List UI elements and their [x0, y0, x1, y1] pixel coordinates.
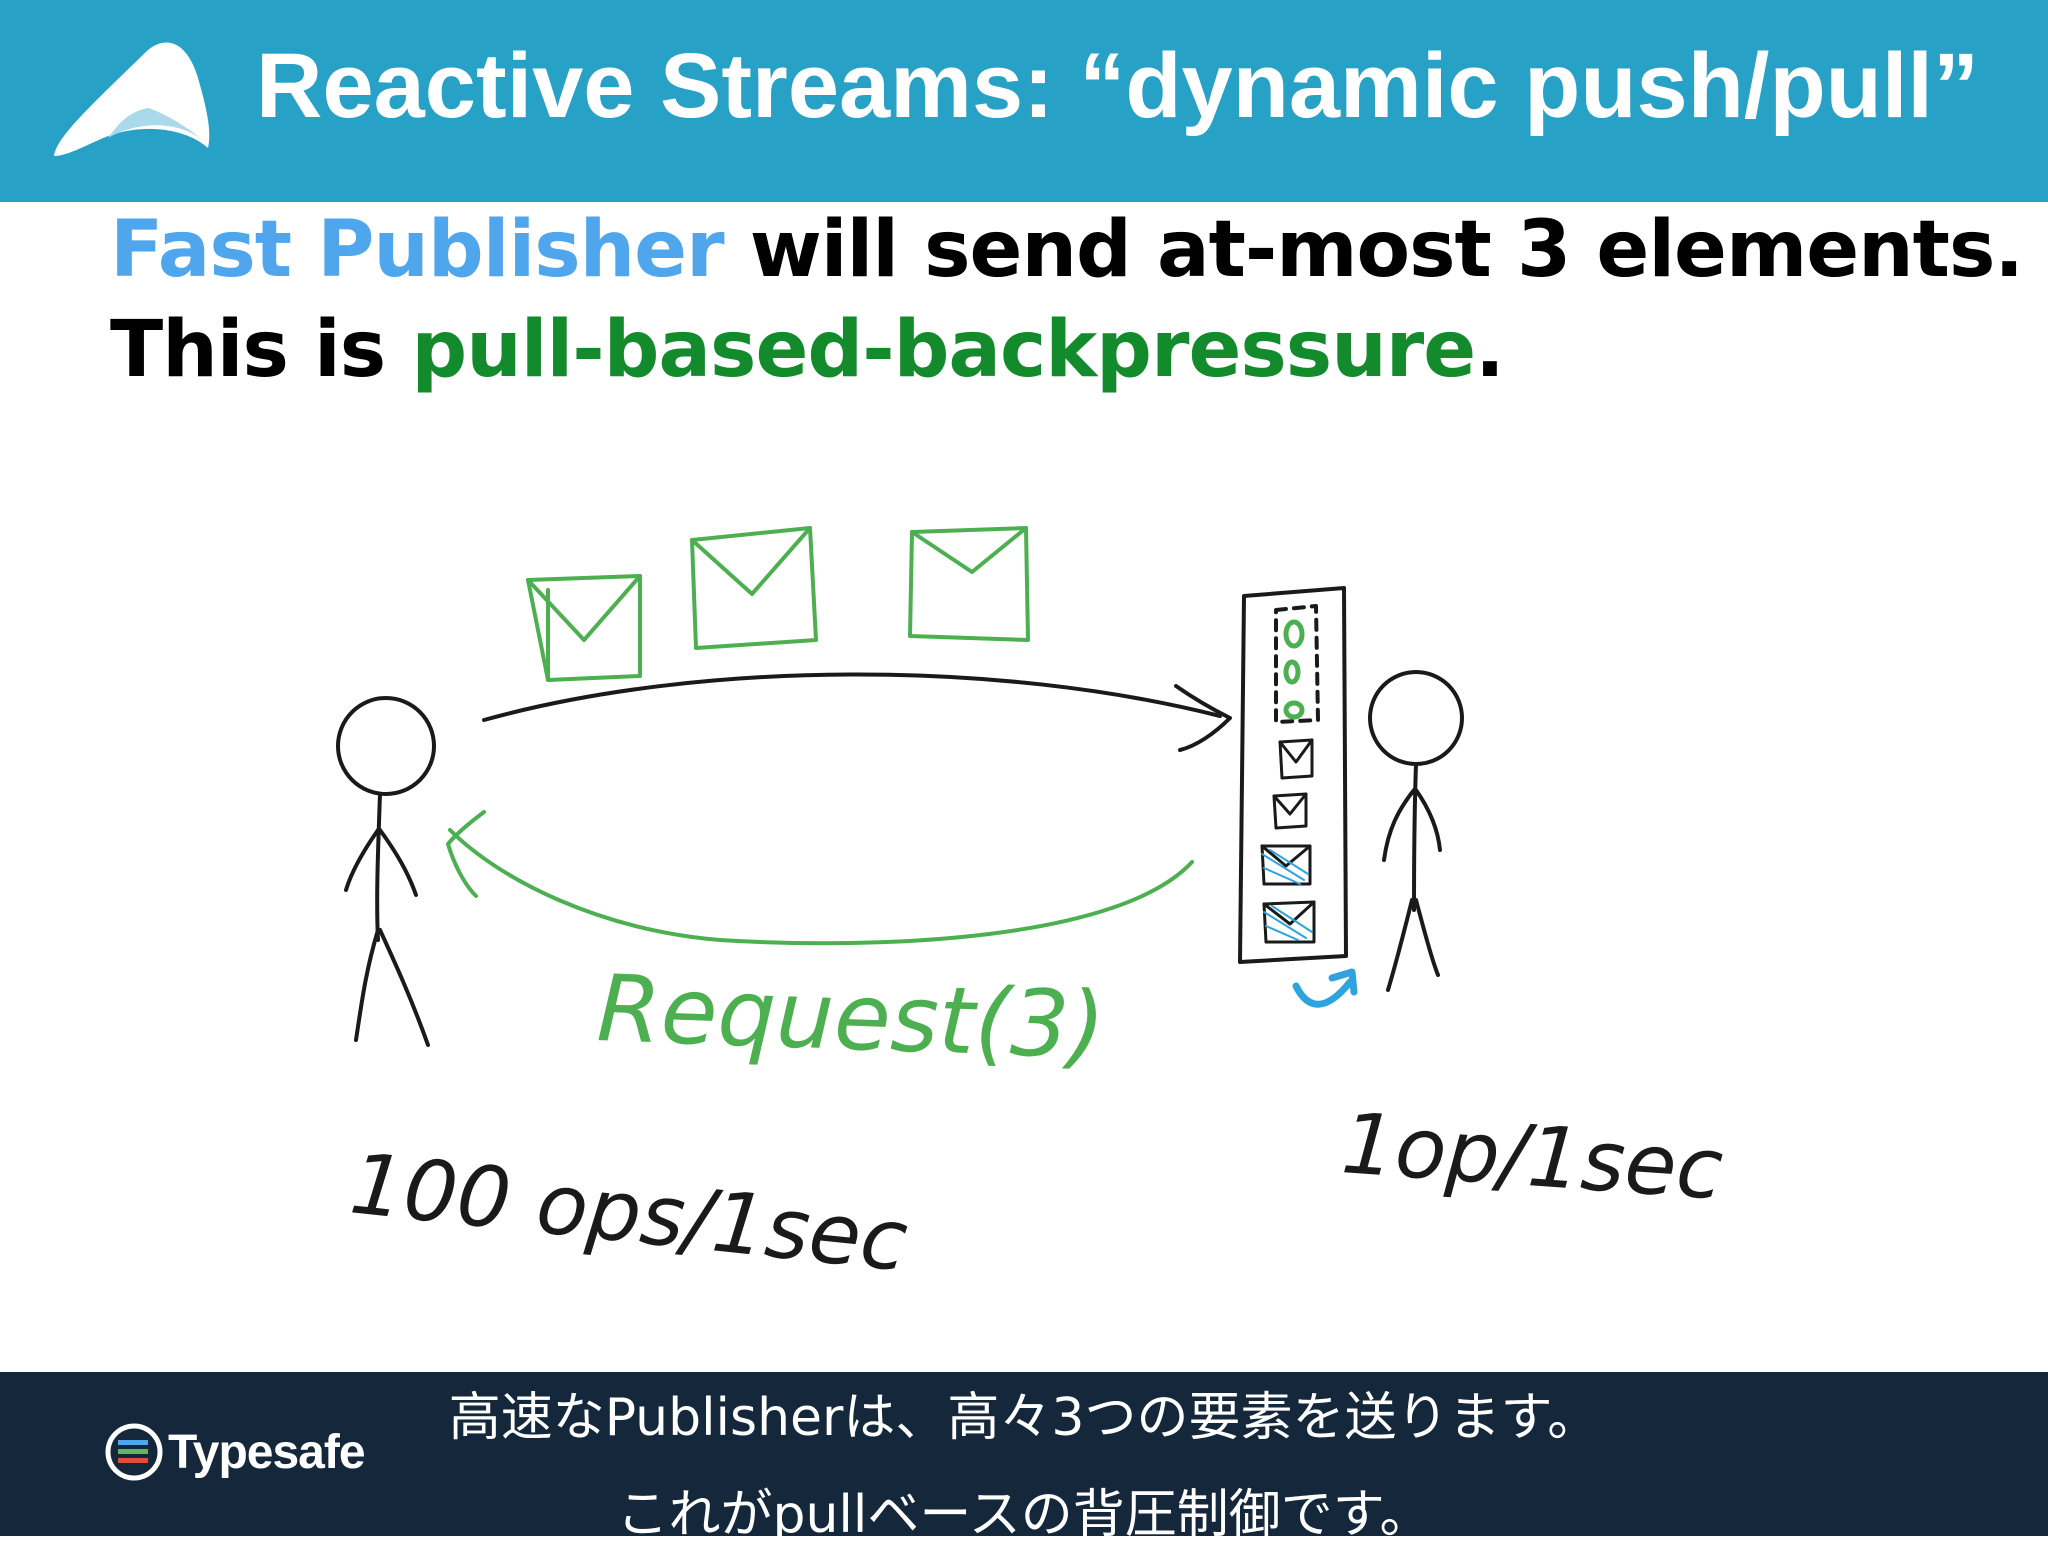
- subscriber-stick-figure: [1368, 670, 1464, 992]
- caption-line-2: これがpullベースの背圧制御です。: [616, 1485, 1432, 1545]
- subscriber-buffer: [1238, 586, 1348, 964]
- envelope-icon: [908, 526, 1030, 642]
- push-arrow: [482, 672, 1232, 752]
- request-arrow: [446, 810, 1194, 946]
- subscriber-rate-label: 1op/1sec: [1339, 1094, 1726, 1218]
- subscriber-rate: 1op/1sec: [1339, 1094, 1726, 1218]
- envelope-icon: [526, 574, 642, 682]
- akka-logo-icon: [54, 42, 210, 157]
- publisher-stick-figure: [336, 696, 436, 1047]
- subtitle-line-2: This is pull-based-backpressure.: [110, 305, 1505, 395]
- publisher-rate-label: 100 ops/1sec: [346, 1134, 912, 1290]
- envelope-icon: [690, 526, 818, 650]
- line2-prefix-text: This is: [110, 305, 412, 395]
- line1-rest-text: will send at-most 3 elements.: [723, 205, 2024, 295]
- backpressure-sketch: Request(3): [336, 526, 1726, 1290]
- fast-publisher-text: Fast Publisher: [110, 205, 725, 295]
- buffer-envelope-icons: [1260, 738, 1316, 944]
- caption-line-1: 高速なPublisherは、高々3つの要素を送ります。: [448, 1388, 1600, 1448]
- processed-scribbles: [1261, 849, 1313, 941]
- typesafe-brand-text: Typesafe: [168, 1425, 366, 1479]
- typesafe-logo: Typesafe: [104, 1422, 366, 1482]
- envelope-icon: [1260, 844, 1312, 886]
- slide-footer: Typesafe: [0, 1372, 2048, 1536]
- slide-header: Reactive Streams: “dynamic push/pull”: [0, 0, 2048, 202]
- line2-suffix-text: .: [1475, 305, 1505, 395]
- envelope-icon: [1272, 792, 1308, 830]
- envelope-icon: [1262, 900, 1316, 944]
- envelope-icon: [1278, 738, 1314, 780]
- envelope-icons-in-flight: [526, 526, 1030, 682]
- subtitle-line-1: Fast Publisher will send at-most 3 eleme…: [110, 205, 2024, 295]
- slide-title: Reactive Streams: “dynamic push/pull”: [256, 35, 1979, 137]
- request-label: Request(3): [595, 955, 1107, 1080]
- typesafe-logo-icon: [105, 1423, 163, 1481]
- backpressure-text: pull-based-backpressure: [411, 305, 1476, 395]
- publisher-rate: 100 ops/1sec: [346, 1134, 912, 1290]
- buffer-pending-slots: [1283, 619, 1305, 720]
- consume-arrow-icon: [1292, 968, 1358, 1008]
